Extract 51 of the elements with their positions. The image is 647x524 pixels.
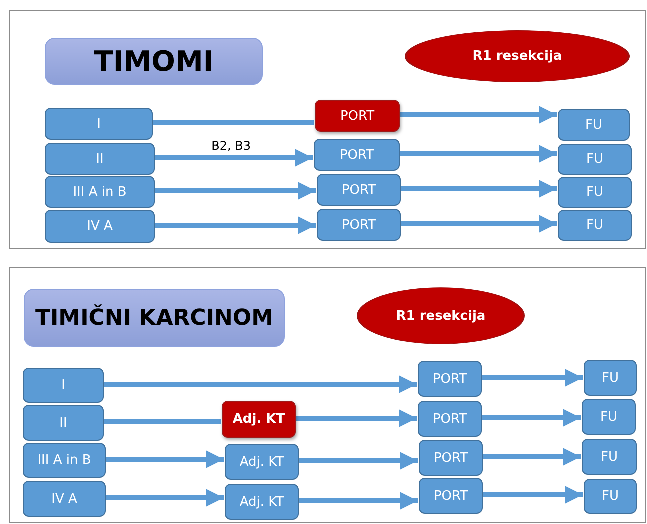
arrow xyxy=(481,409,581,427)
arrow xyxy=(298,452,418,470)
stage-box: PORT xyxy=(419,440,483,476)
stage-box: FU xyxy=(558,144,632,175)
stage-box: PORT xyxy=(418,401,482,437)
stage-box: FU xyxy=(584,360,637,396)
stage-box: FU xyxy=(558,210,632,241)
arrow xyxy=(105,450,224,468)
arrow xyxy=(481,369,583,387)
arrow xyxy=(103,376,417,394)
highlight-box: PORT xyxy=(315,100,400,132)
title-box: TIMIČNI KARCINOM xyxy=(24,289,285,347)
highlight-box: Adj. KT xyxy=(222,401,296,438)
arrow xyxy=(154,149,313,167)
stage-box: PORT xyxy=(317,209,401,241)
stage-box: I xyxy=(45,108,153,140)
stage-box: PORT xyxy=(418,361,482,397)
arrow xyxy=(295,410,417,428)
arrow xyxy=(399,145,557,163)
stage-box: II xyxy=(45,143,155,175)
stage-box: IV A xyxy=(23,481,106,517)
stage-box: FU xyxy=(584,479,637,514)
resection-ellipse: R1 resekcija xyxy=(405,30,630,83)
arrow xyxy=(400,215,557,233)
stage-box: PORT xyxy=(419,478,483,514)
stage-box: II xyxy=(23,405,104,441)
arrow xyxy=(154,182,316,200)
stage-box: III A in B xyxy=(23,443,106,478)
arrow xyxy=(400,180,557,198)
panel-frame xyxy=(9,267,646,523)
resection-ellipse: R1 resekcija xyxy=(357,287,525,345)
stage-box: Adj. KT xyxy=(225,444,299,480)
stage-box: Adj. KT xyxy=(225,484,299,520)
arrow xyxy=(482,486,583,504)
stage-box: FU xyxy=(558,109,630,141)
arrow xyxy=(399,106,557,124)
stage-box: FU xyxy=(582,439,637,475)
arrow xyxy=(154,216,316,234)
stage-box: FU xyxy=(558,177,632,208)
arrow xyxy=(105,489,224,507)
arrow xyxy=(482,448,581,466)
stage-box: I xyxy=(23,368,104,403)
arrow xyxy=(298,492,418,510)
stage-box: PORT xyxy=(314,139,400,171)
edge-label: B2, B3 xyxy=(210,139,254,153)
title-box: TIMOMI xyxy=(45,38,263,85)
stage-box: III A in B xyxy=(45,176,155,208)
stage-box: IV A xyxy=(45,210,155,243)
panel-frame xyxy=(9,10,646,249)
stage-box: PORT xyxy=(317,174,401,206)
stage-box: FU xyxy=(582,399,636,435)
